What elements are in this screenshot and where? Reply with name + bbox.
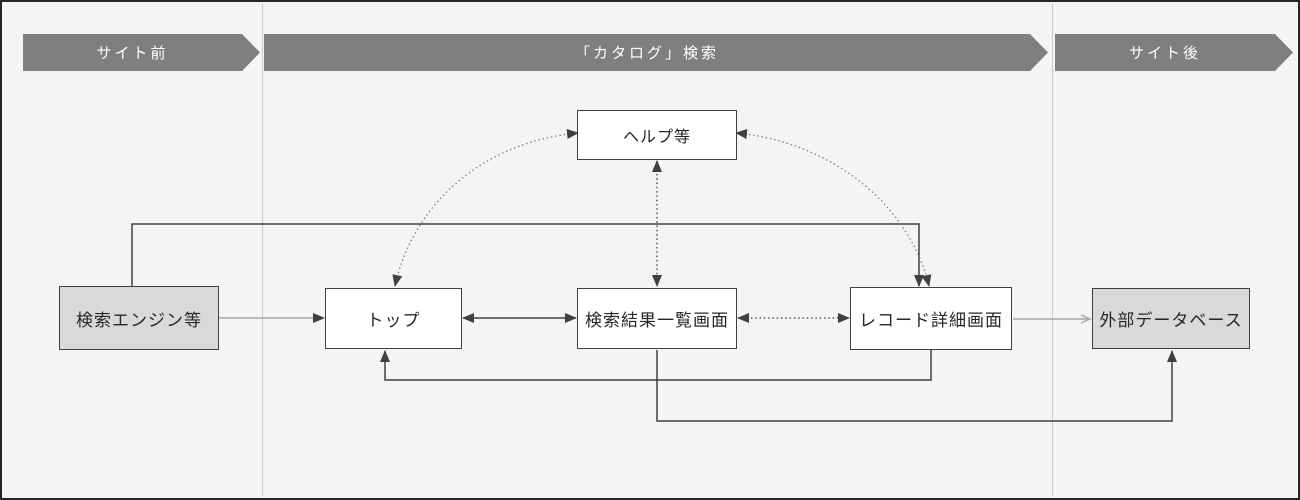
lane-banner-catalog-search: 「カタログ」検索 [264,34,1048,71]
node-label: 外部データベース [1099,311,1243,330]
lane-banner-label: サイト後 [1128,45,1201,62]
node-search-engine: 検索エンジン等 [59,286,219,350]
node-external-database: 外部データベース [1092,288,1250,349]
node-search-results-screen: 検索結果一覧画面 [577,288,737,349]
node-record-detail-screen: レコード詳細画面 [850,287,1012,350]
edge-help-top-curve-dotted [392,129,579,287]
edge-search-engine-to-record-over-top [131,223,924,287]
node-label: 検索結果一覧画面 [585,311,729,330]
node-help: ヘルプ等 [577,110,737,160]
edge-help-record-curve-dotted [735,129,932,287]
lane-banner-pre-site: サイト前 [23,34,260,71]
lane-divider-right [1052,4,1053,496]
edge-record-to-top-feedback [380,350,932,381]
node-top-page: トップ [325,288,462,349]
lane-divider-left [262,4,263,496]
lane-banner-label: 「カタログ」検索 [574,45,719,62]
node-label: ヘルプ等 [622,129,691,146]
lane-banner-label: サイト前 [96,45,169,62]
node-label: レコード詳細画面 [859,311,1003,330]
node-label: 検索エンジン等 [76,310,202,330]
lane-banner-post-site: サイト後 [1055,34,1293,71]
edge-results-to-external-db-feedback [656,350,1177,422]
node-label: トップ [366,311,421,330]
